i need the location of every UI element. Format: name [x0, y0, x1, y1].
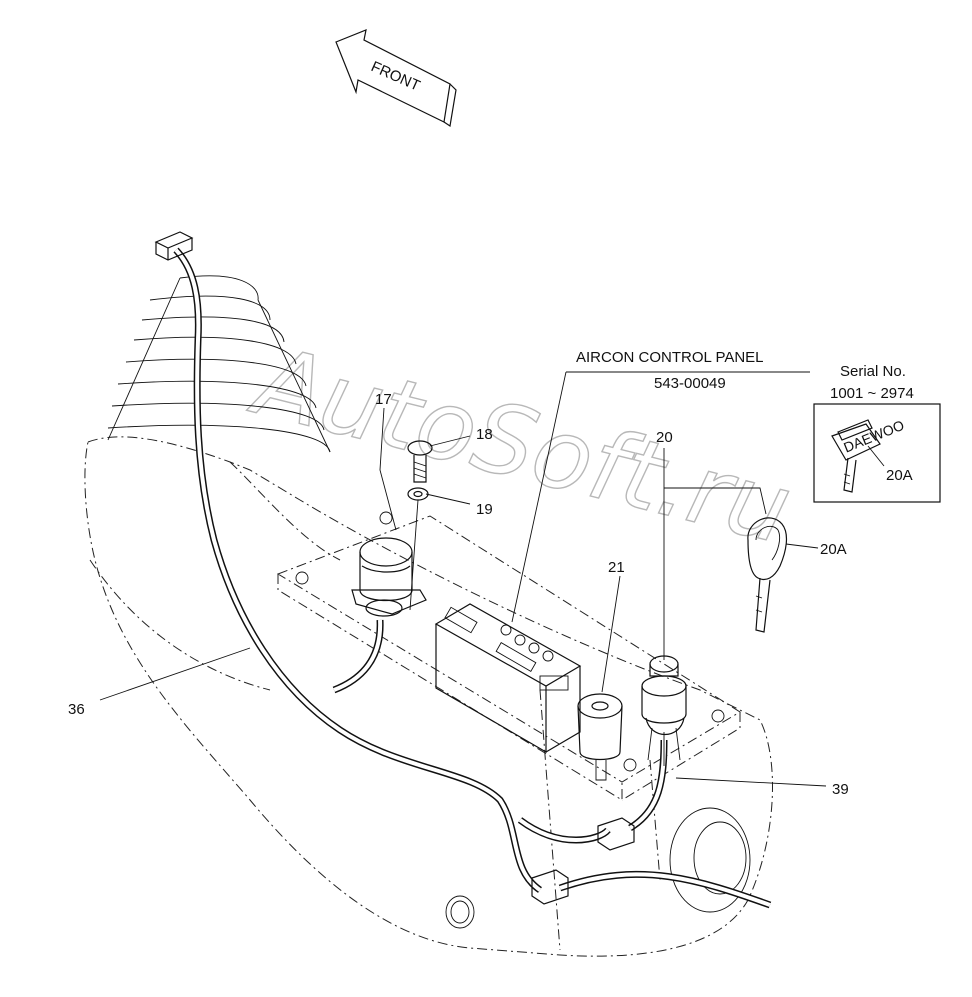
part-21-socket — [577, 693, 623, 781]
callout-39: 39 — [832, 781, 849, 798]
serial-no-label: Serial No. — [840, 363, 906, 380]
callout-21: 21 — [608, 559, 625, 576]
callout-18: 18 — [476, 426, 493, 443]
callout-17: 17 — [375, 391, 392, 408]
callout-20a: 20A — [820, 541, 847, 558]
part-20a-key — [747, 517, 788, 633]
key-brand-text: DAEWOO — [841, 417, 906, 456]
callout-19: 19 — [476, 501, 493, 518]
serial-range: 1001 ~ 2974 — [830, 385, 914, 402]
part-19-washer — [407, 487, 429, 501]
callout-20: 20 — [656, 429, 673, 446]
part-18-screw — [407, 440, 433, 483]
lever-boot — [107, 275, 331, 453]
console-body — [84, 436, 773, 957]
leader-lines — [99, 371, 827, 787]
callout-36: 36 — [68, 701, 85, 718]
serial-no-box: Serial No. 1001 ~ 2974 DAEWOO 20A — [813, 363, 941, 503]
aircon-panel-title: AIRCON CONTROL PANEL — [576, 349, 764, 366]
aircon-control-panel — [434, 603, 582, 754]
front-arrow: FRONT — [335, 29, 457, 128]
part-20-ignition-switch — [641, 655, 687, 766]
wire-harness-36 — [154, 231, 772, 909]
serial-callout-20a: 20A — [886, 467, 913, 484]
aircon-panel-part-no: 543-00049 — [654, 375, 726, 392]
